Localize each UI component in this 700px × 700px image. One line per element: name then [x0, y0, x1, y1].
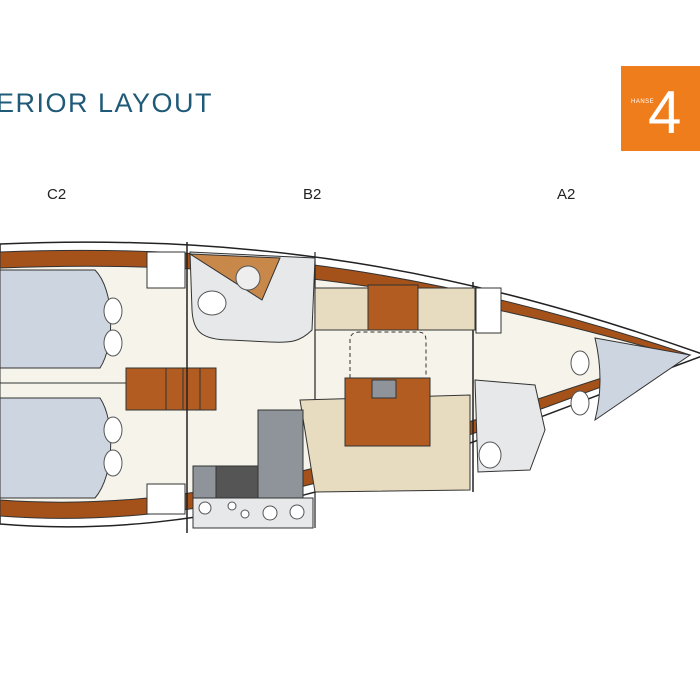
aft-berth-port	[0, 269, 112, 369]
saloon-table	[344, 377, 431, 447]
fwd-wardrobe	[475, 287, 502, 334]
saloon-settee-port	[314, 284, 476, 331]
page-title: ERIOR LAYOUT	[0, 88, 214, 118]
logo-brand: HANSE	[631, 99, 655, 105]
aft-berth-starboard	[0, 397, 112, 499]
aft-head	[188, 251, 316, 343]
sink-icon	[235, 265, 261, 291]
stove-icon	[215, 465, 259, 499]
hanse-logo: HANSE 4	[621, 66, 700, 151]
logo-model: 4	[648, 79, 682, 146]
saloon-dinette	[299, 331, 471, 493]
vberth	[594, 337, 692, 422]
galley-counter	[257, 409, 304, 499]
forward-cabin-a2	[570, 337, 692, 422]
aft-cabin-c2	[0, 251, 186, 515]
toilet-icon	[478, 441, 502, 469]
toilet-icon	[197, 290, 227, 316]
companionway-steps	[125, 367, 217, 411]
aft-wardrobe-starboard	[146, 483, 186, 515]
forward-head	[474, 287, 546, 473]
zone-label-c2: C2	[47, 186, 67, 203]
zone-label-b2: B2	[303, 186, 322, 203]
aft-wardrobe-port	[146, 251, 186, 289]
zone-label-a2: A2	[557, 186, 576, 203]
galley	[192, 409, 314, 529]
